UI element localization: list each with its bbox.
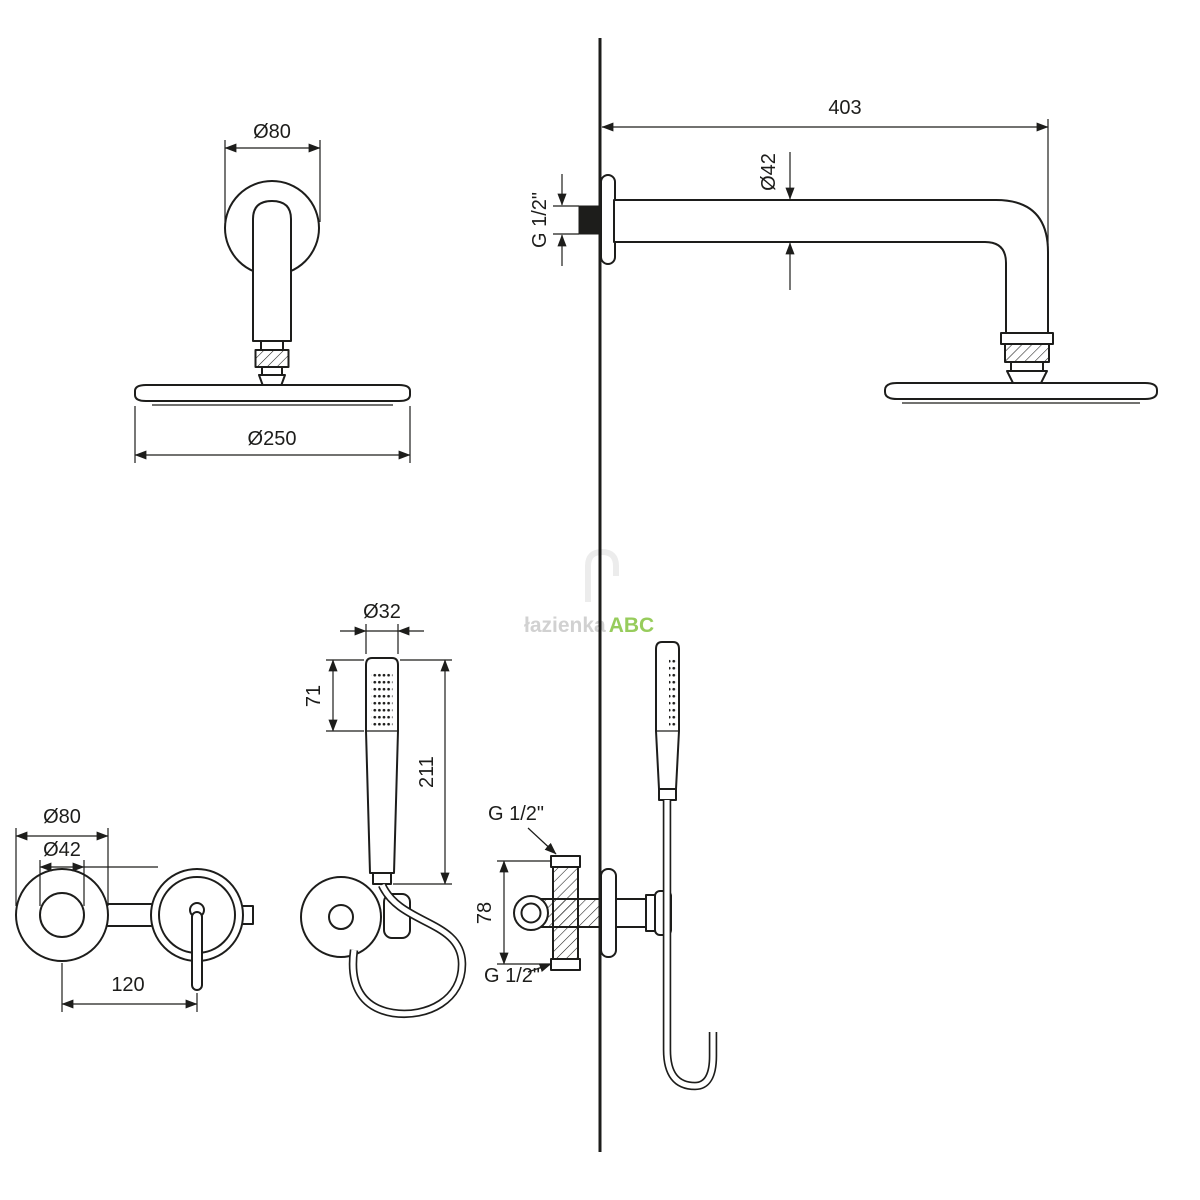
dim-label-arm-thread: G 1/2" — [529, 192, 551, 248]
mixer-flange-side — [600, 868, 617, 958]
mixer-spout-circle — [39, 892, 85, 938]
spray-face-dots — [371, 671, 393, 727]
dim-label-head-dia: Ø250 — [248, 428, 297, 450]
view-overhead-shower-front: Ø80 Ø250 — [134, 121, 411, 463]
dim-label-arm-dia: Ø42 — [758, 153, 780, 191]
dim-label-body-dia: Ø42 — [43, 839, 81, 861]
shower-arm-front — [252, 200, 292, 342]
outlet-cap — [645, 894, 656, 932]
dim-label-wand-dia: Ø32 — [363, 601, 401, 623]
view-mixer-front: Ø80 Ø42 120 — [15, 806, 254, 1012]
wall-flange-side — [600, 174, 616, 265]
mixer-lever — [191, 911, 203, 991]
connector-nut-side — [1004, 343, 1050, 363]
outlet-cylinder — [615, 898, 647, 928]
watermark-green: ABC — [609, 614, 655, 637]
connector-nut — [254, 349, 290, 368]
hose-outlet-circle — [328, 904, 354, 930]
label-thread-bottom: G 1/2" — [484, 965, 540, 987]
label-thread-top: G 1/2" — [488, 803, 544, 825]
dim-label-total-len: 211 — [416, 756, 438, 788]
view-handshower-front: Ø32 71 211 — [300, 601, 467, 1019]
shower-head-disc-front — [134, 384, 411, 402]
dim-label-spray-len: 71 — [303, 685, 325, 707]
valve-bottom-port — [550, 958, 581, 971]
mixer-side-stub — [242, 905, 254, 925]
dim-label-arm-length: 403 — [828, 97, 861, 119]
dim-label-flange-dia: Ø80 — [253, 121, 291, 143]
wand-hose-nut — [372, 872, 392, 885]
view-mixer-side: 78 G 1/2" G 1/2" — [474, 641, 718, 1091]
wand-hose-nut-side — [658, 788, 677, 801]
spray-face-dots-side — [669, 656, 677, 726]
dim-label-rosette-dia: Ø80 — [43, 806, 81, 828]
shower-head-disc-side — [884, 382, 1158, 400]
dim-label-centers: 120 — [111, 974, 144, 996]
valve-top-port — [550, 855, 581, 868]
wall-thread-stub — [578, 205, 602, 235]
shower-arm-side — [613, 199, 1049, 334]
shower-hose-hanging — [662, 800, 718, 1091]
dim-label-depth: 78 — [474, 902, 496, 924]
watermark-logo — [585, 548, 619, 602]
watermark-gray: łazienka — [524, 614, 606, 637]
view-shower-arm-side: 403 Ø42 G 1/2" — [529, 97, 1158, 404]
valve-body-vertical — [552, 866, 579, 960]
